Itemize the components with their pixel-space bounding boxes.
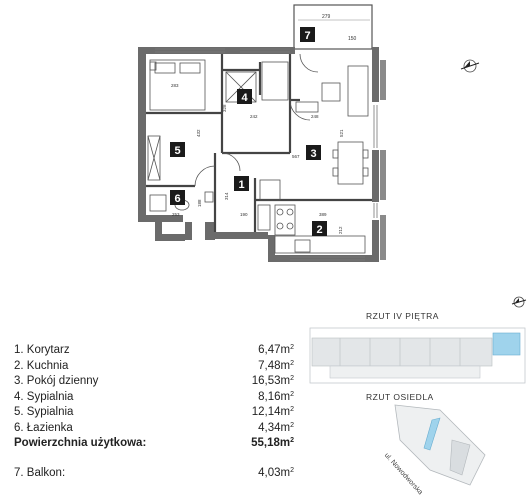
compass-icon-small [511,296,527,308]
room-marker-7 [300,27,315,42]
dim-living-height: 521 [339,129,344,137]
room-marker-1-label: 1 [238,179,244,191]
room-marker-2 [312,221,327,236]
room-area: 6,47m2 [258,344,294,356]
room-row: 4. Sypialnia 8,16m2 [14,390,294,406]
dim-balcony-width: 279 [322,14,331,20]
dim-balcony-depth: 150 [348,36,357,42]
room-name: 2. Kuchnia [14,359,69,372]
dim-bedroom4-width: 242 [250,114,258,119]
dim-corridor-depth: 190 [240,212,248,217]
windows [155,48,378,261]
dim-bedroom4-height: 328 [222,104,227,112]
room-marker-6 [170,190,185,205]
room-list: 1. Korytarz 6,47m2 2. Kuchnia 7,48m2 3. … [14,343,294,481]
room-marker-3-label: 3 [310,148,316,160]
dim-bathroom-width: 253 [172,212,180,217]
estate-caption: RZUT OSIEDLA [366,392,434,402]
room-area: 16,53m2 [251,375,294,387]
room-marker-4 [237,89,252,104]
room-marker-1 [234,176,249,191]
room-name: 4. Sypialnia [14,390,74,403]
dim-kitchen-width: 389 [319,212,327,217]
room-area: 12,14m2 [251,406,294,418]
furniture [147,53,369,254]
balcony-label: 7. Balkon: [14,466,66,479]
dim-corridor-height: 314 [224,192,229,200]
room-marker-6-label: 6 [174,193,180,205]
dim-bathroom-height: 188 [197,199,202,207]
dim-corridor-width: 567 [292,154,300,159]
room-area: 7,48m2 [258,359,294,372]
room-row: 1. Korytarz 6,47m2 [14,343,294,359]
room-area: 8,16m2 [258,390,294,403]
room-name: 6. Łazienka [14,421,73,434]
dim-bedroom5-height: 432 [196,129,201,137]
room-marker-2-label: 2 [316,224,322,236]
highlight-apartment [492,332,521,356]
floor-caption: RZUT IV PIĘTRA [366,311,439,321]
room-row: 5. Sypialnia 12,14m2 [14,405,294,421]
floor-overview [309,327,526,384]
compass-icon [460,59,480,73]
estate-overview [394,404,486,486]
outer-walls [138,47,386,262]
total-area-row: Powierzchnia użytkowa: 55,18m2 [14,436,294,452]
room-marker-5 [170,142,185,157]
room-marker-4-label: 4 [241,92,248,104]
total-area-label: Powierzchnia użytkowa: [14,437,147,449]
room-marker-5-label: 5 [174,145,180,157]
room-row: 2. Kuchnia 7,48m2 [14,359,294,375]
balcony-row: 7. Balkon: 4,03m2 [14,466,294,482]
room-marker-3 [306,145,321,160]
room-row: 3. Pokój dzienny 16,53m2 [14,374,294,390]
room-name: 3. Pokój dzienny [14,375,99,387]
dim-bedroom5-width: 283 [171,83,179,88]
room-row: 6. Łazienka 4,34m2 [14,421,294,437]
room-name: 1. Korytarz [14,344,70,356]
balcony: 279 150 7 [293,4,373,50]
dimensions: 283 328 242 248 432 521 567 314 190 253 … [171,83,344,234]
room-area: 4,34m2 [258,421,294,434]
dim-kitchen-height: 212 [338,226,343,234]
dim-living-width: 248 [311,114,319,119]
balcony-area: 4,03m2 [258,466,294,479]
room-name: 5. Sypialnia [14,406,74,418]
room-marker-7-label: 7 [304,30,310,42]
room-markers: 1 2 3 4 5 6 [170,89,327,236]
total-area-value: 55,18m2 [251,437,294,449]
